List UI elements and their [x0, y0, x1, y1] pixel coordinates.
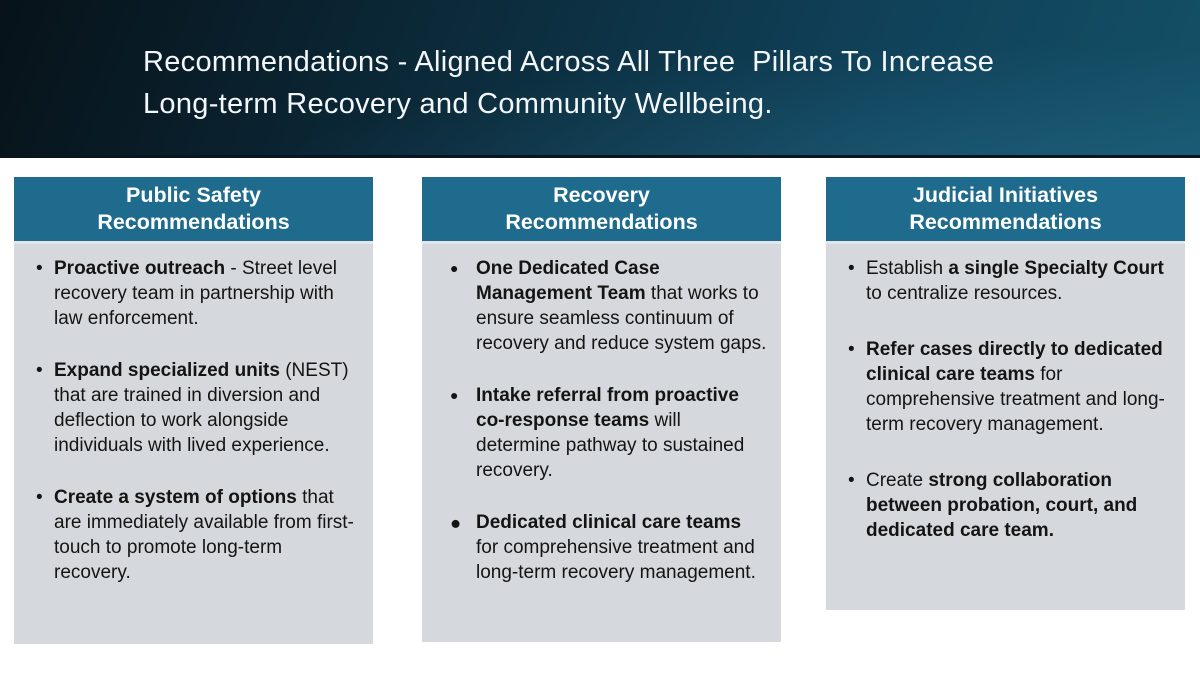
slide-title-line2: Long-term Recovery and Community Wellbei… [143, 88, 773, 120]
bullet-text: Proactive outreach - Street level recove… [54, 256, 360, 331]
bullet-text-bold-segment: Create a system of options [54, 487, 297, 508]
bullet-item: • Create strong collaboration between pro… [839, 468, 1172, 543]
bullet-text-bold-segment: Proactive outreach [54, 258, 226, 279]
bullet-marker-icon: • [848, 258, 855, 279]
bullet-item: • Expand specialized units (NEST) that ar… [27, 358, 360, 458]
bullet-marker-icon: ● [450, 512, 462, 533]
bullet-text-segment: - Street level recovery team in partners… [54, 258, 338, 329]
column-header-line1: Public Safety [125, 183, 261, 207]
column-body-judicial: • Establish a single Specialty Court to c… [826, 244, 1185, 610]
bullet-marker-icon: • [36, 258, 43, 279]
bullet-item: • Refer cases directly to dedicated clini… [839, 337, 1172, 437]
bullet-text-segment: that works to ensure seamless continuum … [476, 283, 767, 354]
bullet-text: Create a system of options that are imme… [54, 485, 360, 585]
bullet-text-bold-segment: Dedicated clinical care teams [476, 512, 742, 533]
bullet-marker-icon: • [36, 360, 43, 381]
bullet-text-bold-segment: One Dedicated Case Management Team [476, 258, 660, 304]
bullet-text-bold-segment: strong collaboration between probation, … [866, 470, 1138, 541]
bullet-text-segment: Create [866, 470, 929, 491]
bullet-marker-icon: • [848, 339, 855, 360]
bullet-text: Dedicated clinical care teams for compre… [476, 510, 768, 585]
bullet-item: • Establish a single Specialty Court to c… [839, 256, 1172, 306]
bullet-item: ● Dedicated clinical care teams for compr… [435, 510, 768, 585]
bullet-item: • Create a system of options that are imm… [27, 485, 360, 585]
bullet-marker-icon: • [848, 470, 855, 491]
bullet-text: Create strong collaboration between prob… [866, 468, 1172, 543]
bullet-text-bold-segment: Expand specialized units [54, 360, 280, 381]
bullet-text-bold-segment: Refer cases directly to dedicated clinic… [866, 339, 1163, 385]
bullet-text-segment: to centralize resources. [866, 283, 1063, 304]
bullet-text: Expand specialized units (NEST) that are… [54, 358, 360, 458]
bullet-text-bold-segment: a single Specialty Court [948, 258, 1164, 279]
slide-title-line1: Recommendations - Aligned Across All Thr… [143, 46, 995, 78]
bullet-marker-icon: ● [450, 260, 459, 276]
bullet-marker-icon: • [36, 487, 43, 508]
bullet-text: Refer cases directly to dedicated clinic… [866, 337, 1172, 437]
bullet-text-bold-segment: Intake referral from proactive co-respon… [476, 385, 739, 431]
column-header-line1: Judicial Initiatives [912, 183, 1099, 207]
column-header-line1: Recovery [553, 183, 650, 207]
bullet-text: Establish a single Specialty Court to ce… [866, 256, 1172, 306]
column-header-line2: Recommendations [505, 210, 698, 234]
bullet-text: Intake referral from proactive co-respon… [476, 383, 768, 483]
bullet-text-segment: that are immediately available from firs… [54, 487, 354, 583]
bullet-item: ● Intake referral from proactive co-respo… [435, 383, 768, 483]
column-header-line2: Recommendations [909, 210, 1102, 234]
bullet-item: • Proactive outreach - Street level recov… [27, 256, 360, 331]
bullet-marker-icon: ● [450, 387, 459, 403]
bullet-item: ● One Dedicated Case Management Team that… [435, 256, 768, 356]
bullet-text: One Dedicated Case Management Team that … [476, 256, 768, 356]
title-band: Recommendations - Aligned Across All Thr… [0, 0, 1200, 158]
column-body-public-safety: • Proactive outreach - Street level recov… [14, 244, 373, 644]
bullet-text-segment: Establish [866, 258, 949, 279]
slide-title: Recommendations - Aligned Across All Thr… [143, 41, 1160, 125]
bullet-text-segment: for comprehensive treatment and long-ter… [866, 364, 1165, 435]
bullet-text-segment: (NEST) that are trained in diversion and… [54, 360, 349, 456]
column-body-recovery: ● One Dedicated Case Management Team that… [422, 244, 781, 642]
bullet-text-segment: will determine pathway to sustained reco… [476, 410, 745, 481]
bullet-text-segment: for comprehensive treatment and long-ter… [476, 537, 756, 583]
column-header-line2: Recommendations [97, 210, 290, 234]
